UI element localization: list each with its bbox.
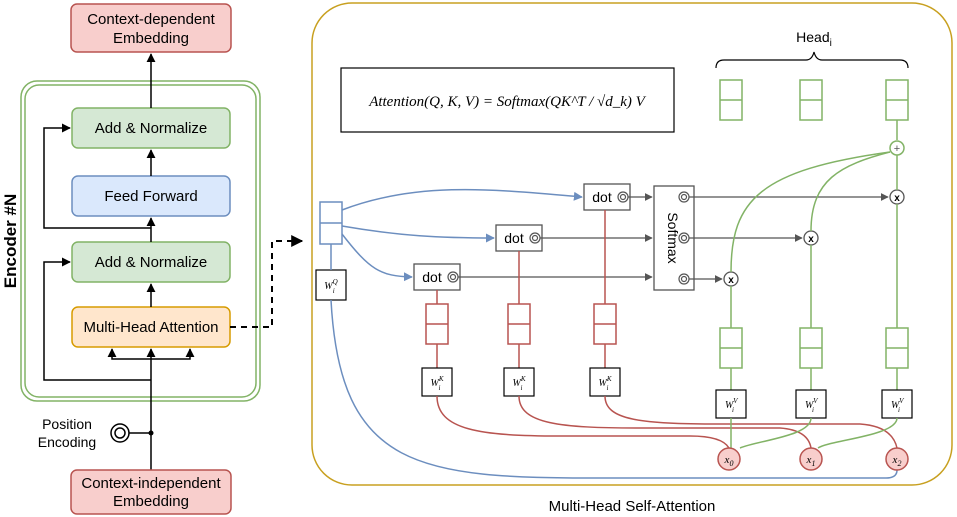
wq-matrix	[315, 269, 347, 301]
encoder-block: Context-dependent Embedding Add & Normal…	[1, 3, 261, 515]
position-encoding-icon	[110, 423, 130, 443]
context-independent-embedding-box	[70, 469, 232, 515]
context-independent-line1: Context-independent	[81, 475, 221, 492]
head-label: Headi	[796, 29, 832, 49]
encoder-title: Encoder #N	[1, 194, 20, 288]
position-encoding-line2: Encoding	[38, 434, 96, 450]
position-encoding-line1: Position	[42, 416, 92, 432]
feed-forward-label: Feed Forward	[104, 188, 197, 205]
add-normalize-top-label: Add & Normalize	[95, 120, 208, 137]
multi-head-attention-label: Multi-Head Attention	[83, 319, 218, 336]
multiply-node-0: x	[723, 271, 739, 287]
dot-label-0: dot	[422, 269, 442, 285]
head-brace	[715, 51, 909, 69]
times-1: x	[808, 234, 814, 245]
formula-box	[340, 67, 675, 133]
context-dependent-line2: Embedding	[113, 30, 189, 47]
dot-label-2: dot	[592, 189, 612, 205]
dot-box-2: dot	[583, 183, 631, 211]
encoder-container	[20, 80, 261, 402]
dashed-connector	[230, 235, 304, 328]
dot-box-0: dot	[413, 263, 461, 291]
svg-text:x2: x2	[892, 454, 902, 468]
plus-sign: +	[894, 143, 900, 155]
attention-formula: Attention(Q, K, V) = Softmax(QK^T / √d_k…	[368, 94, 646, 110]
svg-text:WVi: WVi	[805, 397, 818, 414]
add-normalize-bottom-label: Add & Normalize	[95, 254, 208, 271]
svg-text:WKi: WKi	[512, 375, 525, 392]
context-dependent-line1: Context-dependent	[87, 11, 215, 28]
svg-text:WVi: WVi	[725, 397, 738, 414]
svg-text:WKi: WKi	[430, 375, 443, 392]
svg-text:WKi: WKi	[598, 375, 611, 392]
value-vectors	[719, 327, 909, 369]
times-0: x	[728, 275, 734, 286]
svg-text:x1: x1	[806, 454, 816, 468]
attention-panel-frame	[311, 2, 953, 486]
multiply-node-1: x	[803, 230, 819, 246]
key-vectors	[425, 303, 617, 345]
input-node-x0: x0	[717, 447, 741, 471]
dot-label-1: dot	[504, 230, 524, 246]
attention-panel: Attention(Q, K, V) = Softmax(QK^T / √d_k…	[311, 2, 953, 515]
context-dependent-embedding-box	[70, 3, 232, 53]
input-node-x2: x2	[885, 447, 909, 471]
dot-box-1: dot	[495, 224, 543, 252]
svg-text:x0: x0	[724, 454, 734, 468]
panel-caption: Multi-Head Self-Attention	[549, 498, 716, 515]
context-independent-line2: Embedding	[113, 493, 189, 510]
times-2: x	[894, 193, 900, 204]
softmax-box	[653, 185, 695, 291]
softmax-label: Softmax	[665, 212, 681, 263]
multiply-node-2: x	[889, 189, 905, 205]
input-node-x1: x1	[799, 447, 823, 471]
svg-text:WVi: WVi	[891, 397, 904, 414]
head-output-vectors	[719, 79, 909, 121]
